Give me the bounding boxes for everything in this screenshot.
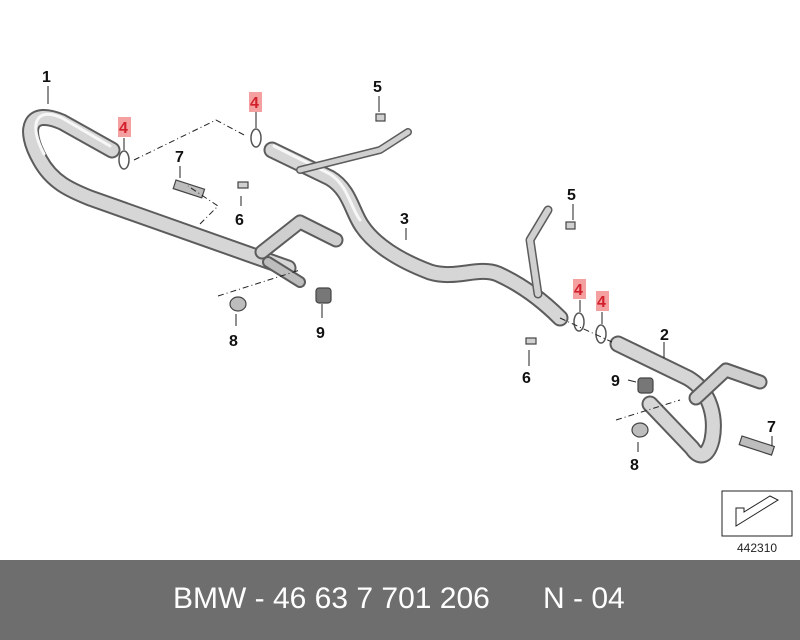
parts-diagram: 1 2 3 4 4 4 4 5 5 6 6 7 7 8 8 9 9 [22,69,793,537]
bolt-7-left [172,179,206,199]
bolt-7-right [738,435,776,456]
callout-5a: 5 [373,79,382,96]
part-number-footer: BMW - 46 63 7 701 206 N - 04 [0,560,800,640]
callout-5b: 5 [567,187,576,204]
callout-8b: 8 [630,457,639,474]
reference-box [721,490,793,537]
callout-6b: 6 [522,370,531,387]
washer-8-left [229,296,247,312]
callout-1: 1 [42,69,51,86]
callout-9a: 9 [316,325,325,342]
callout-7b: 7 [767,419,776,436]
o-ring-4d [595,324,607,344]
o-rings [118,128,607,344]
callout-4b: 4 [250,95,259,112]
reference-id: 442310 [737,541,778,555]
leader-lines [47,86,773,452]
callout-3: 3 [400,211,409,228]
screw-5-mid [565,221,576,230]
callout-6a: 6 [235,212,244,229]
callout-4a: 4 [119,120,128,137]
screw-5-top [375,113,386,122]
screw-6-right [525,337,537,345]
part-3-center-bar [263,128,569,327]
washer-8-right [631,422,649,438]
part-1-left-bar [22,109,344,288]
callout-4c: 4 [574,282,583,299]
diagram-position: N - 04 [543,582,625,615]
callout-2: 2 [660,327,669,344]
part-2-right-bar [609,335,768,464]
o-ring-4c [573,312,585,332]
spacer-9-right [637,377,654,394]
callout-7a: 7 [175,149,184,166]
o-ring-4b [250,128,262,148]
spacer-9-left [315,287,332,304]
callout-8a: 8 [229,333,238,350]
screw-6-left [237,181,249,189]
callout-9b: 9 [611,373,620,390]
callout-4d: 4 [597,294,606,311]
part-number: BMW - 46 63 7 701 206 [173,582,490,615]
callouts: 1 2 3 4 4 4 4 5 5 6 6 7 7 8 8 9 9 [42,69,776,474]
hardware [172,113,776,456]
o-ring-4a [118,150,130,170]
callout-highlights [118,92,609,311]
